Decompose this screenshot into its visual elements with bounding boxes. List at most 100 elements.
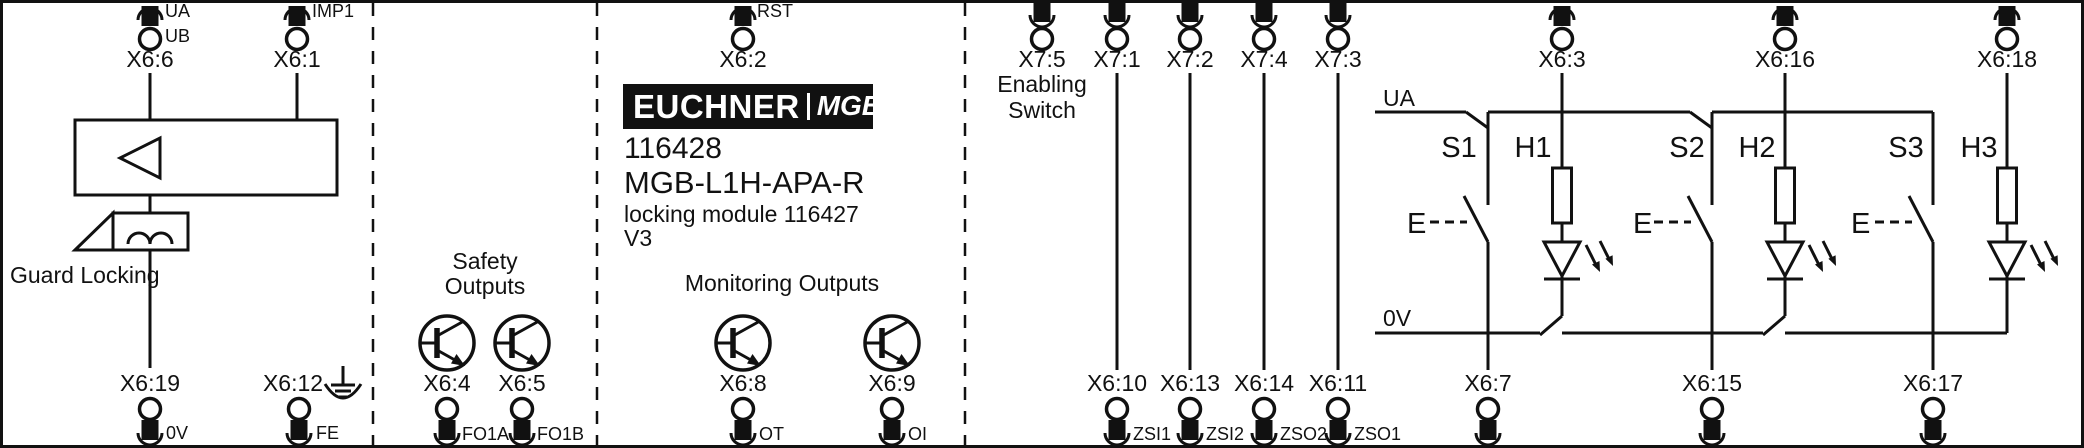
connector-icon-x6-12 (285, 396, 313, 447)
connector-icon-x6-8 (729, 396, 757, 447)
transistor-icon-fo1a (420, 316, 474, 370)
lamp-label-h2: H2 (1738, 132, 1776, 164)
rail-label-0v: 0V (1383, 305, 1412, 331)
terminal-label-x6-19: X6:19 (119, 370, 181, 396)
signal-label-zso1: ZSO1 (1354, 424, 1402, 444)
connector-icon-x6-1 (283, 4, 311, 52)
terminal-label-x6-14: X6:14 (1233, 370, 1295, 396)
signal-label-rst: RST (757, 1, 793, 21)
connector-icon-x6-17 (1919, 396, 1947, 447)
terminal-label-x6-2: X6:2 (719, 46, 767, 72)
guard-locking-label: Guard Locking (10, 262, 160, 288)
terminal-label-x6-13: X6:13 (1159, 370, 1221, 396)
signal-label-ua: UA (165, 1, 191, 21)
terminal-label-x6-16: X6:16 (1754, 46, 1816, 72)
connector-icon-x6-14 (1250, 396, 1278, 447)
module-note: locking module 116427 (624, 201, 859, 227)
connector-icon-x6-10 (1103, 396, 1131, 447)
connector-icon-x6-5 (508, 396, 536, 447)
terminal-label-x6-12: X6:12 (262, 370, 324, 396)
terminal-label-x6-6: X6:6 (126, 46, 174, 72)
brand-name: EUCHNER (633, 87, 800, 125)
connector-icon-x6-4 (433, 396, 461, 447)
terminal-label-x6-3: X6:3 (1538, 46, 1586, 72)
euchner-mgb-logo: EUCHNER MGB (623, 84, 882, 129)
article-number: 116428 (624, 132, 722, 165)
model-name: MGB-L1H-APA-R (624, 165, 865, 200)
terminal-label-x6-8: X6:8 (719, 370, 767, 396)
monitoring-outputs-label: Monitoring Outputs (684, 270, 880, 296)
solenoid-box (111, 211, 190, 252)
led-lamp-icon-h2 (1765, 71, 1838, 318)
connector-icon-x6-13 (1176, 396, 1204, 447)
connector-icon-x6-18 (1993, 4, 2021, 52)
actuator-label-e3: E (1851, 208, 1871, 240)
driver-box (73, 118, 339, 197)
connector-icon-x6-11 (1324, 396, 1352, 447)
rail-label-ua: UA (1383, 85, 1415, 111)
terminal-label-x6-10: X6:10 (1086, 370, 1148, 396)
signal-label-zso2: ZSO2 (1280, 424, 1328, 444)
connector-icon-x7-1 (1103, 1, 1131, 52)
signal-label-zsi1: ZSI1 (1133, 424, 1172, 444)
terminal-label-x7-2: X7:2 (1166, 46, 1214, 72)
terminal-label-x6-4: X6:4 (423, 370, 471, 396)
terminal-label-x6-9: X6:9 (868, 370, 916, 396)
terminal-label-x6-11: X6:11 (1308, 370, 1368, 396)
enabling-switch-label-line2: Switch (1008, 97, 1076, 123)
brand-series: MGB (806, 92, 882, 120)
signal-label-zsi2: ZSI2 (1206, 424, 1245, 444)
connector-icon-x6-16 (1771, 4, 1799, 52)
switch-label-s2: S2 (1669, 132, 1705, 164)
terminal-label-x6-17: X6:17 (1902, 370, 1964, 396)
connector-icon-x7-5 (1028, 1, 1056, 52)
connector-icon-x6-15 (1698, 396, 1726, 447)
actuator-label-e1: E (1407, 208, 1427, 240)
locking-bolt-wedge-icon (71, 209, 115, 252)
signal-label-fo1b: FO1B (537, 424, 585, 444)
terminal-label-x7-5: X7:5 (1018, 46, 1066, 72)
terminal-label-x6-1: X6:1 (273, 46, 321, 72)
contact-blade (1465, 110, 1489, 130)
terminal-label-x6-18: X6:18 (1976, 46, 2038, 72)
power-section-graphics (71, 4, 363, 447)
connector-icon-x7-3 (1324, 1, 1352, 52)
connector-icon-x6-3 (1548, 4, 1576, 52)
enabling-switch-label-line1: Enabling (997, 71, 1087, 97)
signal-label-fe: FE (316, 423, 340, 443)
connector-icon-x6-9 (878, 396, 906, 447)
indicator-section-graphics (1375, 4, 2060, 447)
lamp-label-h1: H1 (1514, 132, 1552, 164)
connector-icon-x6-6 (136, 4, 164, 52)
version-label: V3 (624, 225, 653, 251)
lamp-label-h3: H3 (1960, 132, 1998, 164)
connector-icon-x6-2 (729, 4, 757, 52)
signal-label-ot: OT (759, 424, 784, 444)
contact-blade (1539, 314, 1563, 337)
signal-label-0v: 0V (166, 423, 189, 443)
led-lamp-icon-h1 (1542, 71, 1615, 318)
earth-ground-icon (323, 366, 363, 400)
transistor-icon-oi (865, 316, 919, 370)
terminal-label-x7-4: X7:4 (1240, 46, 1288, 72)
switch-label-s3: S3 (1888, 132, 1924, 164)
section-dividers (371, 3, 967, 445)
terminal-label-x6-15: X6:15 (1681, 370, 1743, 396)
terminal-label-x6-5: X6:5 (498, 370, 546, 396)
safety-outputs-label-line2: Outputs (444, 273, 526, 299)
signal-label-imp1: IMP1 (312, 1, 355, 21)
safety-outputs-label-line1: Safety (452, 248, 518, 274)
switch-label-s1: S1 (1441, 132, 1477, 164)
terminal-label-x7-1: X7:1 (1093, 46, 1141, 72)
led-lamp-icon-h3 (1987, 71, 2060, 318)
connector-icon-x7-4 (1250, 1, 1278, 52)
contact-blade (1762, 314, 1786, 337)
terminal-label-x7-3: X7:3 (1314, 46, 1362, 72)
signal-label-fo1a: FO1A (462, 424, 510, 444)
enabling-switch-graphics (1028, 1, 1352, 447)
coil-icon (126, 231, 174, 245)
terminal-label-x6-7: X6:7 (1464, 370, 1512, 396)
signal-label-oi: OI (908, 424, 928, 444)
